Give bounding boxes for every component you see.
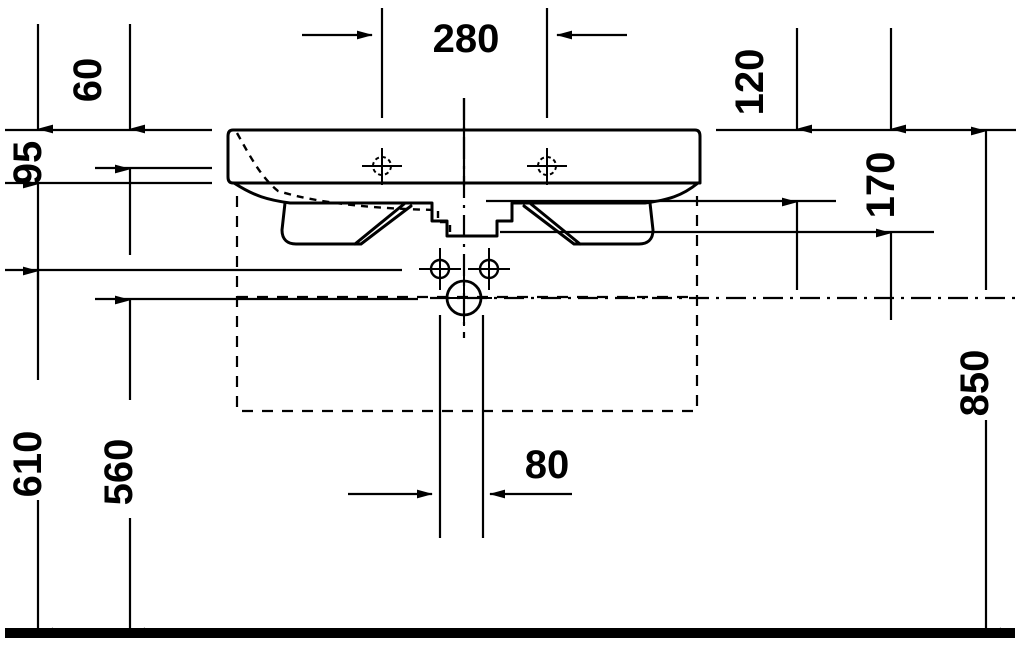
hidden-bowl-curve xyxy=(235,132,452,236)
bowl-pocket-right-rib xyxy=(529,202,582,246)
hidden-edge xyxy=(235,132,452,236)
dimension-120 xyxy=(795,28,906,134)
bowl-pocket-right xyxy=(522,201,655,246)
dim-label-610: 610 xyxy=(6,431,50,498)
supply-connection-left xyxy=(419,248,461,290)
tap-hole-right xyxy=(527,148,567,185)
projection-lines-280 xyxy=(380,8,549,118)
dim-label-60: 60 xyxy=(66,58,110,103)
tap-hole-left xyxy=(362,148,402,185)
dim-label-280: 280 xyxy=(433,17,500,61)
dim-label-850: 850 xyxy=(953,350,997,417)
floor-line xyxy=(5,628,1015,638)
bowl-underside-main xyxy=(232,181,700,238)
dim-label-120: 120 xyxy=(728,49,772,116)
cabinet-outline-path xyxy=(235,196,699,413)
dimension-60 xyxy=(36,24,145,134)
dim-label-560: 560 xyxy=(97,439,141,506)
dim-label-95: 95 xyxy=(6,141,50,186)
witness-lines-80 xyxy=(438,315,485,538)
bowl-pocket-left xyxy=(280,201,413,246)
dim-label-80: 80 xyxy=(525,443,570,487)
dim-label-170: 170 xyxy=(859,152,903,219)
dimension-170 xyxy=(782,197,893,320)
supply-connection-right xyxy=(468,248,510,290)
basin-bowl-profile xyxy=(232,181,700,246)
bowl-pocket-left-rib xyxy=(353,202,406,246)
